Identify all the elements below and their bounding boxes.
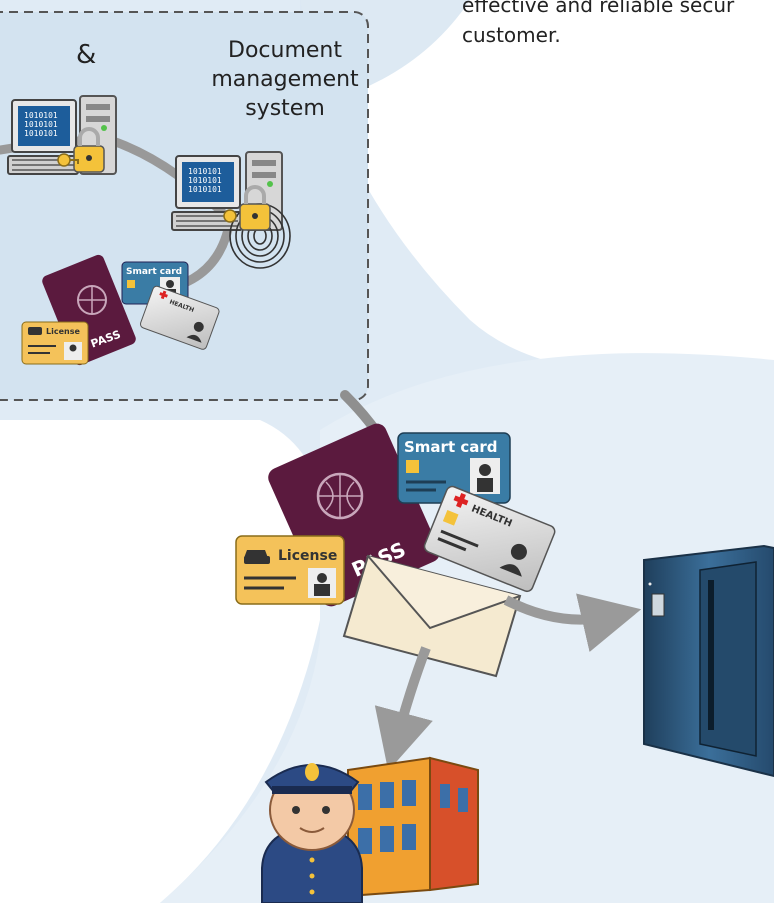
arrow-to-officer bbox=[374, 646, 433, 771]
dms-title: Document management system bbox=[200, 36, 370, 123]
smart-card-label: Smart card bbox=[404, 438, 498, 456]
padlock-key-icon bbox=[223, 185, 271, 231]
kiosk-machine bbox=[643, 544, 774, 778]
small-license-card: License bbox=[21, 321, 89, 365]
intro-text: effective and reliable secur customer. bbox=[462, 0, 734, 50]
building-icon bbox=[347, 756, 479, 898]
dms-title-line-2: management bbox=[211, 67, 359, 92]
computer-server-1: 1010101 1010101 1010101 bbox=[7, 95, 117, 175]
envelope-icon bbox=[342, 554, 522, 678]
police-officer-icon bbox=[261, 763, 363, 903]
padlock-key-icon bbox=[57, 127, 105, 173]
smart-card-label-small: Smart card bbox=[126, 267, 182, 277]
intro-line-1: effective and reliable secur bbox=[462, 0, 735, 17]
binary-text: 1010101 bbox=[24, 120, 58, 129]
binary-text: 1010101 bbox=[188, 185, 222, 194]
license-label-small: License bbox=[46, 327, 80, 336]
binary-text: 1010101 bbox=[24, 129, 58, 138]
small-health-card: HEALTH bbox=[139, 285, 220, 350]
binary-text: 1010101 bbox=[24, 111, 58, 120]
dms-title-line-3: system bbox=[245, 96, 325, 121]
license-label: License bbox=[278, 548, 337, 564]
intro-line-2: customer. bbox=[462, 23, 561, 47]
large-license-card: License bbox=[235, 535, 345, 605]
large-health-card: HEALTH bbox=[423, 485, 556, 593]
binary-text: 1010101 bbox=[188, 176, 222, 185]
ampersand-label: & bbox=[76, 40, 97, 70]
binary-text: 1010101 bbox=[188, 167, 222, 176]
large-smart-card: Smart card bbox=[397, 432, 511, 504]
arrow-to-kiosk bbox=[503, 593, 642, 652]
dms-title-line-1: Document bbox=[228, 38, 342, 63]
